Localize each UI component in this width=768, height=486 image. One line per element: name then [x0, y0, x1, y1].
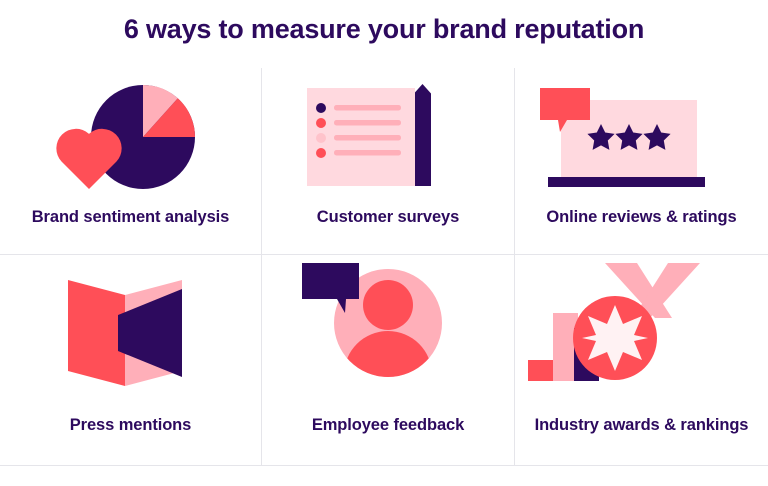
- medal-ribbon-right: [633, 263, 700, 318]
- cell-label-brand-sentiment-analysis: Brand sentiment analysis: [31, 208, 230, 226]
- person-speech-bubble-icon: [262, 255, 514, 416]
- open-book-megaphone-svg: [68, 280, 182, 386]
- cell-label-employee-feedback: Employee feedback: [311, 416, 465, 434]
- pie-chart-heart-svg: [56, 84, 196, 189]
- grid-cell-press-mentions[interactable]: Press mentions: [0, 254, 261, 466]
- grid-cell-customer-surveys[interactable]: Customer surveys: [261, 68, 514, 254]
- checklist-line-1: [334, 105, 401, 111]
- heart-shape: [56, 128, 122, 189]
- grid-cell-online-reviews-ratings[interactable]: Online reviews & ratings: [514, 68, 768, 254]
- pie-chart-heart-icon: [0, 68, 261, 208]
- book-page-left: [68, 280, 125, 386]
- checklist-dot-3: [316, 133, 326, 143]
- bar-coral: [528, 360, 553, 381]
- laptop-base: [548, 177, 705, 187]
- medal-bar-chart-svg: [528, 263, 700, 381]
- person-speech-bubble-svg: [302, 263, 442, 377]
- laptop-stars-svg: [540, 88, 705, 187]
- cell-label-press-mentions: Press mentions: [69, 416, 192, 434]
- grid-cell-industry-awards-rankings[interactable]: Industry awards & rankings: [514, 254, 768, 466]
- page-title: 6 ways to measure your brand reputation: [123, 14, 645, 44]
- avatar-head: [363, 280, 413, 330]
- cell-label-industry-awards-rankings: Industry awards & rankings: [534, 416, 749, 434]
- cell-label-online-reviews-ratings: Online reviews & ratings: [546, 208, 737, 226]
- star-2: [615, 124, 643, 150]
- medal-bar-chart-icon: [515, 255, 768, 416]
- pencil-shape: [414, 84, 431, 186]
- speech-bubble: [302, 263, 359, 313]
- checklist-line-4: [334, 150, 401, 156]
- laptop-stars-icon: [515, 68, 768, 208]
- checklist-line-2: [334, 120, 401, 126]
- bar-pink: [553, 313, 578, 381]
- person-speech-bubble-cell[interactable]: Employee feedback: [261, 254, 514, 466]
- checklist-dot-4: [316, 148, 326, 158]
- person-avatar: [344, 280, 432, 377]
- icon-grid: Brand sentiment analysis: [0, 68, 768, 466]
- open-book-megaphone-icon: [0, 255, 261, 416]
- pie-slice-pink: [143, 84, 178, 137]
- survey-sheet-pencil-svg: [307, 84, 431, 186]
- cell-label-customer-surveys: Customer surveys: [316, 208, 460, 226]
- checklist-dot-1: [316, 103, 326, 113]
- star-3: [643, 124, 671, 150]
- grid-cell-brand-sentiment-analysis[interactable]: Brand sentiment analysis: [0, 68, 261, 254]
- star-1: [587, 124, 615, 150]
- pie-slice-coral: [143, 98, 196, 137]
- megaphone-shape: [118, 289, 182, 377]
- eight-point-star: [582, 305, 648, 371]
- checklist-dot-2: [316, 118, 326, 128]
- survey-sheet-pencil-icon: [262, 68, 514, 208]
- checklist-line-3: [334, 135, 401, 141]
- avatar-body: [344, 331, 432, 377]
- speech-bubble: [540, 88, 590, 132]
- bottom-divider: [0, 465, 768, 466]
